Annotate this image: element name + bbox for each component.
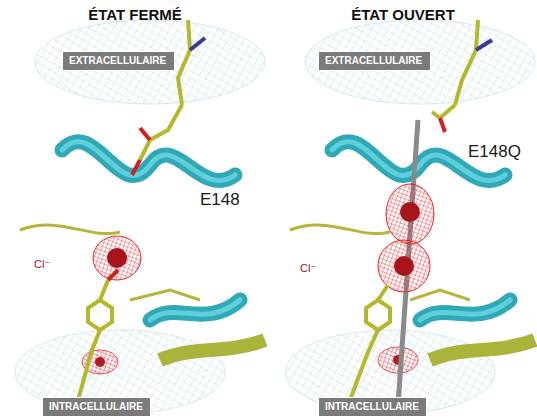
region-label: INTRACELLULAIRE xyxy=(49,401,144,413)
region-label: EXTRACELLULAIRE xyxy=(69,55,168,67)
residue-label: E148 xyxy=(200,190,240,210)
panel-heading: ÉTAT FERMÉ xyxy=(5,6,265,23)
panel-heading: ÉTAT OUVERT xyxy=(272,6,534,23)
region-box: INTRACELLULAIRE xyxy=(318,397,427,417)
region-box: EXTRACELLULAIRE xyxy=(318,51,431,71)
open-state-structure xyxy=(285,20,535,414)
residue-label: E148Q xyxy=(468,142,521,162)
region-box: INTRACELLULAIRE xyxy=(42,397,151,417)
closed-state-structure xyxy=(15,20,265,414)
ion-label: Cl⁻ xyxy=(300,262,316,275)
ion-label: Cl⁻ xyxy=(34,258,50,271)
region-label: EXTRACELLULAIRE xyxy=(325,55,424,67)
state-panel: ÉTAT OUVERT EXTRACELLULAIRE INTRACELLULAIR… xyxy=(272,0,534,418)
region-box: EXTRACELLULAIRE xyxy=(62,51,175,71)
region-label: INTRACELLULAIRE xyxy=(325,401,420,413)
